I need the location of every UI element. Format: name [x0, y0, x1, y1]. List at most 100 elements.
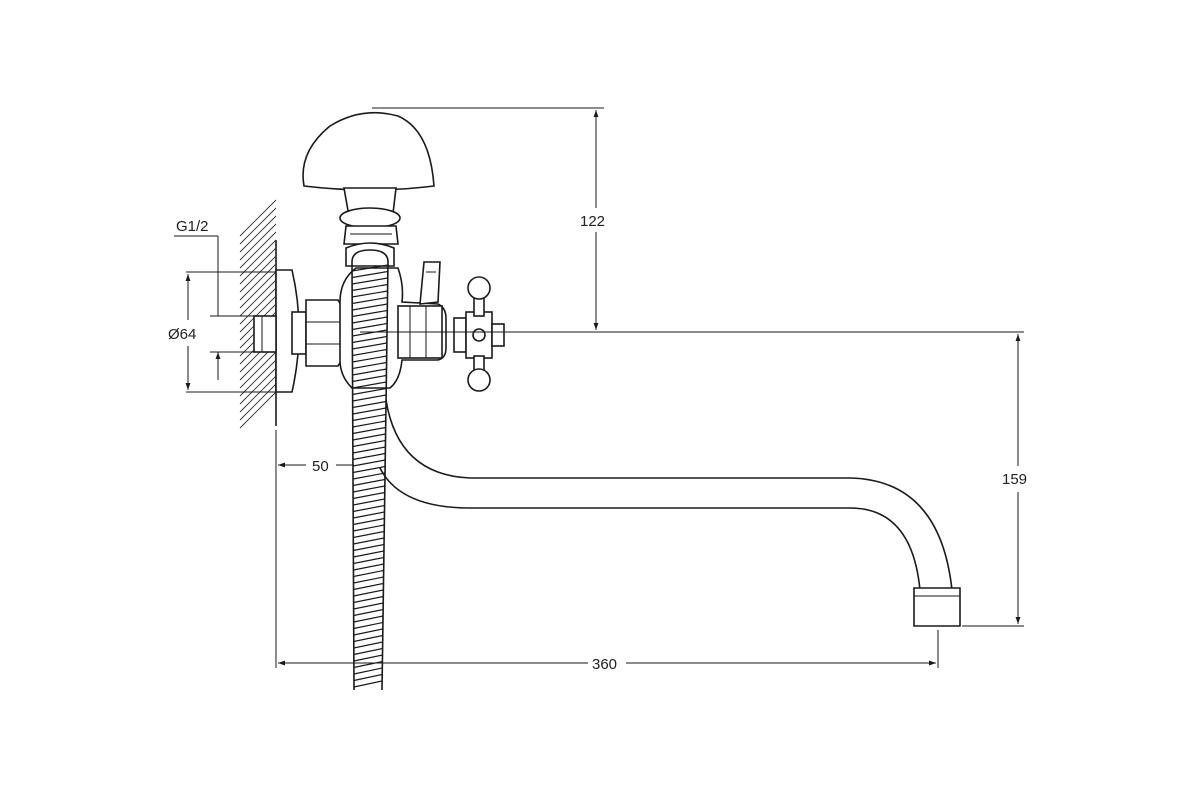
shower-head — [302, 111, 435, 267]
hose-coil — [352, 465, 386, 474]
hatch-line — [239, 367, 277, 405]
hatch-line — [239, 231, 277, 269]
hose-coil — [353, 641, 383, 649]
cross-handle — [453, 276, 505, 392]
hose-coil — [352, 433, 386, 441]
hose-coil — [353, 582, 384, 591]
hose-coil — [353, 615, 384, 623]
hose-coil — [352, 478, 386, 487]
hose-coil — [353, 524, 385, 532]
hose-coil — [353, 576, 384, 584]
hose-coil — [352, 329, 388, 337]
dimension-spout-drop: 159 — [962, 334, 1027, 627]
hose-coil — [352, 413, 386, 422]
hose-coil — [353, 589, 384, 597]
hose-coil — [353, 595, 384, 604]
hose-coil — [353, 517, 385, 526]
hose-coil — [353, 647, 383, 656]
dimension-wall-offset: 50 — [275, 430, 354, 668]
hose-coil — [353, 511, 385, 519]
hatch-line — [239, 287, 277, 325]
wall-hatching — [239, 199, 277, 429]
hose-coil — [352, 491, 385, 500]
hose-coil — [352, 407, 387, 415]
hose-coil — [353, 634, 383, 643]
hose-coil — [352, 309, 388, 318]
hatch-line — [239, 207, 277, 245]
hex-nut — [291, 299, 345, 367]
hose-coil — [352, 335, 388, 344]
hose-coil — [351, 277, 388, 285]
hose-coil — [352, 400, 387, 409]
hatch-line — [239, 359, 277, 397]
hose-coil — [352, 361, 387, 370]
hose-coil — [352, 459, 386, 467]
dimension-spout-reach: 360 — [278, 630, 939, 673]
spout-reach-label: 360 — [592, 656, 617, 673]
hose-coil — [351, 264, 389, 272]
hose-coil — [352, 394, 387, 402]
hose-coil — [352, 381, 387, 389]
shower-hose — [351, 249, 389, 691]
hose-coil — [352, 485, 385, 493]
hatch-line — [239, 263, 277, 301]
hose-coil — [353, 556, 384, 565]
mixer-body — [339, 261, 447, 389]
hose-coil — [352, 446, 386, 454]
hose-coil — [353, 550, 385, 558]
hose-coil — [353, 608, 384, 617]
dimension-top-height: 122 — [360, 107, 1024, 333]
hose-coil — [352, 316, 388, 324]
hatch-line — [239, 215, 277, 253]
hose-coil — [352, 348, 387, 357]
spout-drop-label: 159 — [1002, 471, 1027, 488]
hose-coil — [352, 368, 387, 376]
hose-coil — [353, 602, 384, 610]
top-height-label: 122 — [580, 213, 605, 230]
hose-coil — [352, 387, 387, 396]
hose-coil — [352, 420, 386, 428]
hatch-line — [239, 223, 277, 261]
hose-coil — [353, 667, 383, 675]
hose-coil — [352, 439, 386, 448]
hose-coil — [353, 654, 383, 662]
hose-coil — [352, 290, 388, 298]
hose-coil — [352, 303, 388, 311]
hatch-line — [239, 255, 277, 293]
hose-coil — [352, 472, 386, 480]
hose-coil — [353, 563, 384, 571]
hose-coil — [353, 673, 383, 682]
hatch-line — [239, 375, 277, 413]
hose-coil — [352, 426, 386, 435]
hose-coil — [352, 296, 388, 305]
flange-diameter-label: Ø64 — [168, 326, 196, 343]
hose-coil — [353, 504, 385, 513]
hatch-line — [239, 295, 277, 333]
hose-coil — [353, 628, 383, 636]
hose-coil — [353, 680, 383, 688]
wall-offset-label: 50 — [312, 458, 329, 475]
hose-coil — [351, 270, 388, 279]
hose-coil — [352, 452, 386, 461]
spout — [379, 399, 961, 627]
hatch-line — [239, 279, 277, 317]
hatch-line — [239, 391, 277, 429]
hose-coil — [353, 543, 385, 552]
hatch-line — [239, 271, 277, 309]
dimension-thread: G1/2 — [174, 218, 254, 380]
hatch-line — [239, 239, 277, 277]
hose-coil — [352, 322, 388, 331]
thread-label: G1/2 — [176, 218, 209, 235]
hose-coil — [352, 355, 387, 363]
hose-coil — [353, 569, 384, 578]
hose-coil — [353, 621, 384, 630]
hatch-line — [239, 383, 277, 421]
hose-coil — [352, 283, 388, 292]
hatch-line — [239, 351, 277, 389]
dimension-flange-diameter: Ø64 — [168, 271, 276, 393]
hatch-line — [239, 199, 277, 237]
hatch-line — [239, 247, 277, 285]
hose-coil — [353, 530, 385, 539]
hose-coil — [352, 374, 387, 383]
